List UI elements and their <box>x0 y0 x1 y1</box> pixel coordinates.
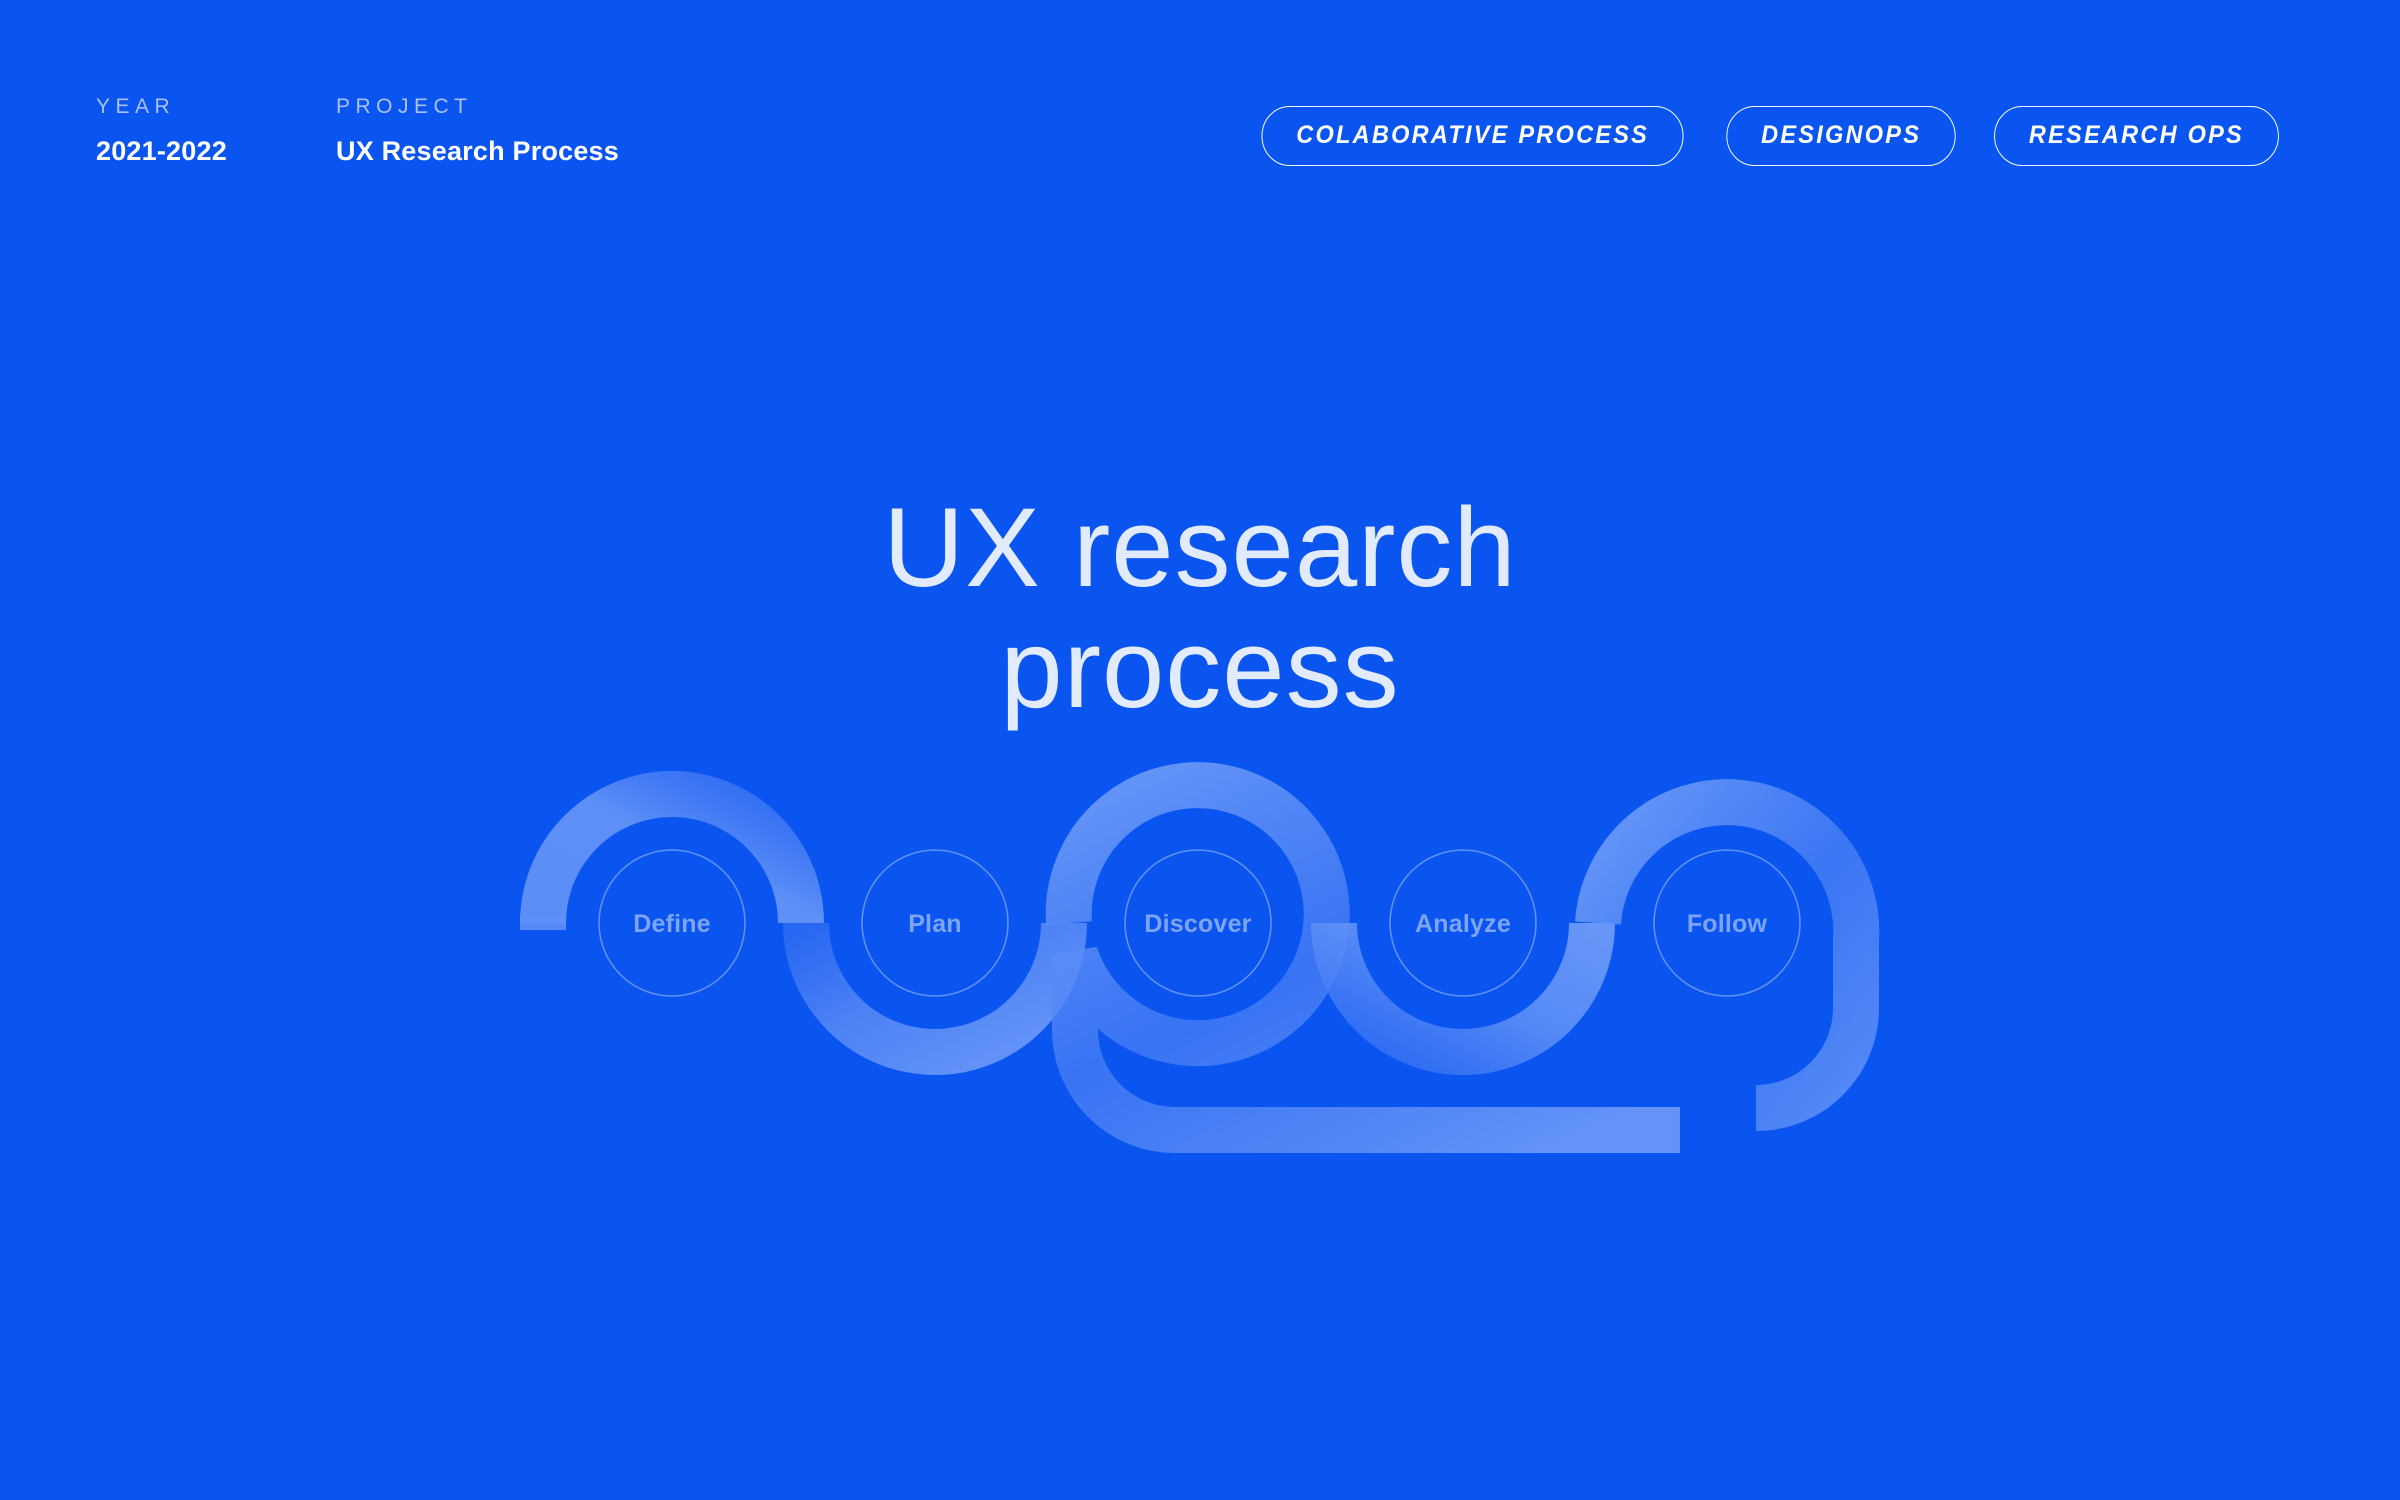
tag-pill-group: COLABORATIVE PROCESS DESIGNOPS RESEARCH … <box>1248 106 2288 166</box>
connector-arc-plan <box>783 922 1087 1075</box>
node-label-follow: Follow <box>1687 910 1768 938</box>
meta-block-project: PROJECT UX Research Process <box>336 96 619 165</box>
connector-arc-follow <box>1575 779 1880 1131</box>
connector-arc-analyze <box>1311 922 1615 1075</box>
process-node-define[interactable]: Define <box>598 849 746 997</box>
pill-research-ops[interactable]: RESEARCH OPS <box>1994 106 2279 166</box>
node-ring-discover <box>1124 849 1272 997</box>
pill-designops[interactable]: DESIGNOPS <box>1726 106 1956 166</box>
process-node-plan[interactable]: Plan <box>861 849 1009 997</box>
process-node-follow[interactable]: Follow <box>1653 849 1801 997</box>
year-label: YEAR <box>96 95 176 118</box>
project-label: PROJECT <box>336 95 473 118</box>
node-ring-follow <box>1653 849 1801 997</box>
meta-block-year: YEAR 2021-2022 <box>96 96 336 165</box>
node-ring-plan <box>861 849 1009 997</box>
pill-colaborative-process[interactable]: COLABORATIVE PROCESS <box>1261 106 1684 166</box>
node-ring-define <box>598 849 746 997</box>
node-label-define: Define <box>633 910 711 938</box>
node-label-plan: Plan <box>908 910 962 938</box>
process-node-discover[interactable]: Discover <box>1124 849 1272 997</box>
project-value: UX Research Process <box>336 136 619 166</box>
connector-arc-define <box>520 771 824 930</box>
node-label-analyze: Analyze <box>1415 910 1511 938</box>
node-ring-analyze <box>1389 849 1537 997</box>
ux-research-process-diagram: Define Plan Discover Analyze Follow <box>500 740 1920 1160</box>
connector-arc-discover <box>1045 762 1680 1153</box>
page-header: YEAR 2021-2022 PROJECT UX Research Proce… <box>0 0 2400 210</box>
process-node-analyze[interactable]: Analyze <box>1389 849 1537 997</box>
year-value: 2021-2022 <box>96 136 227 166</box>
node-label-discover: Discover <box>1144 910 1251 938</box>
project-meta: YEAR 2021-2022 PROJECT UX Research Proce… <box>96 96 619 165</box>
page-title: UX research process <box>883 485 1517 731</box>
